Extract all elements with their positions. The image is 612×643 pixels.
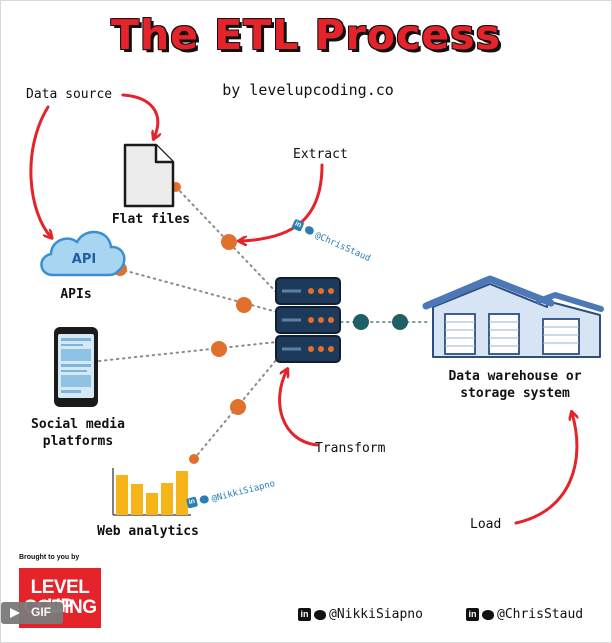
gif-badge[interactable]: GIF [1,602,63,624]
node-web-mid [230,399,246,415]
linkedin-icon: in [298,608,311,621]
connector-web-analytics [193,358,278,460]
node-apis-mid [236,297,252,313]
twitter-icon [303,225,315,237]
file-icon [123,143,175,208]
cloud-api-icon [40,230,126,277]
label-social-media-line-2: platforms [42,434,114,449]
load-link [340,314,432,330]
arrow-data-source-to-apis [29,105,51,237]
label-warehouse: Data warehouse or storage system [431,368,599,402]
arrow-data-source-to-files [121,93,158,138]
linkedin-icon: in [291,218,305,233]
node-extract [221,234,237,250]
footer-handle-nikki-text: @NikkiSiapno [329,607,423,622]
label-web-analytics: Web analytics [97,524,199,539]
linkedin-icon: in [466,608,479,621]
footer-handle-chris: in @ChrisStaud [466,607,583,622]
label-flat-files: Flat files [111,212,191,227]
label-social-media-line-1: Social media [31,417,125,432]
connector-social [98,341,278,362]
annotation-transform: Transform [315,441,386,456]
phone-icon [54,327,98,407]
footer-handle-nikki: in @NikkiSiapno [298,607,423,622]
node-web-end [189,454,199,464]
annotation-load: Load [470,517,502,532]
bar-chart-icon [112,468,191,516]
label-social-media: Social media platforms [11,416,145,450]
footer-handle-chris-text: @ChrisStaud [497,607,584,622]
page-title: The ETL Process [111,11,501,59]
label-warehouse-line-1: Data warehouse or [448,369,582,384]
connector-apis [118,268,278,313]
brand-tagline: Brought to you by [19,554,80,561]
api-icon-text: API [71,252,97,267]
annotation-extract: Extract [293,147,348,162]
node-load-1 [353,314,369,330]
subtitle: by levelupcoding.co [222,81,394,99]
warehouse-icon [422,275,604,358]
gif-label: GIF [31,605,51,619]
node-load-2 [392,314,408,330]
twitter-icon [482,609,494,620]
arrow-transform [278,370,319,447]
server-stack-icon [275,277,341,363]
linkedin-icon: in [186,496,199,509]
twitter-icon [314,609,326,620]
annotation-data-source: Data source [26,87,113,102]
play-icon [10,608,20,618]
label-warehouse-line-2: storage system [460,386,570,401]
label-apis: APIs [60,287,92,302]
node-social-mid [211,341,227,357]
arrow-load [514,413,577,525]
twitter-icon [198,494,210,505]
